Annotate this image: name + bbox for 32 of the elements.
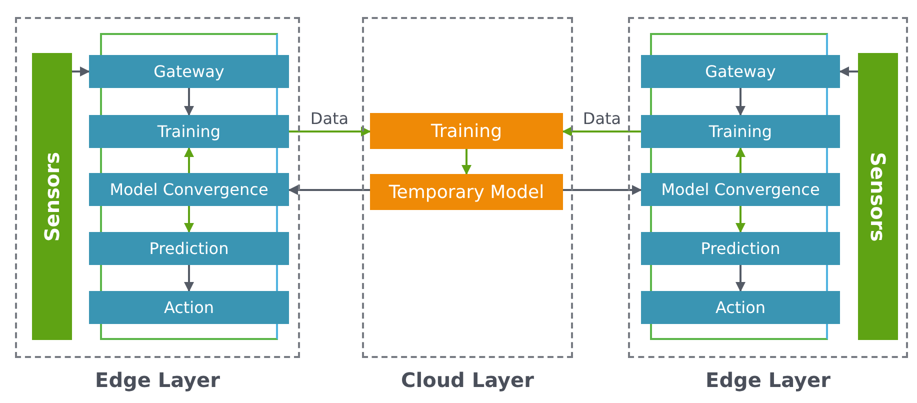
process-box: Gateway: [641, 55, 840, 88]
arrow: [289, 126, 371, 136]
sensor-bar: Sensors: [858, 53, 898, 340]
arrow: [562, 126, 641, 136]
process-box: Prediction: [641, 232, 840, 265]
arrow: [839, 66, 858, 76]
process-box: Training: [370, 113, 563, 149]
process-box: Training: [641, 115, 840, 148]
process-box: Prediction: [89, 232, 289, 265]
layer-heading: Edge Layer: [704, 368, 832, 392]
layer-heading: Edge Layer: [94, 368, 221, 392]
process-box: Training: [89, 115, 289, 148]
arrow: [736, 206, 746, 233]
process-box: Model Convergence: [89, 173, 289, 206]
sensor-bar: Sensors: [32, 53, 72, 340]
arrow: [72, 66, 90, 76]
process-box: Action: [641, 291, 840, 324]
arrow: [736, 88, 746, 116]
arrow: [184, 265, 194, 292]
process-box: Temporary Model: [370, 174, 563, 210]
arrow: [184, 147, 194, 173]
arrow: [736, 265, 746, 292]
arrow: [563, 185, 642, 195]
process-box: Action: [89, 291, 289, 324]
process-box: Model Convergence: [641, 173, 840, 206]
arrow: [736, 147, 746, 173]
arrow: [184, 206, 194, 233]
process-box: Gateway: [89, 55, 289, 88]
arrow: [462, 149, 472, 175]
layer-heading: Cloud Layer: [400, 368, 535, 392]
arrow: [288, 185, 370, 195]
arrow: [184, 88, 194, 116]
